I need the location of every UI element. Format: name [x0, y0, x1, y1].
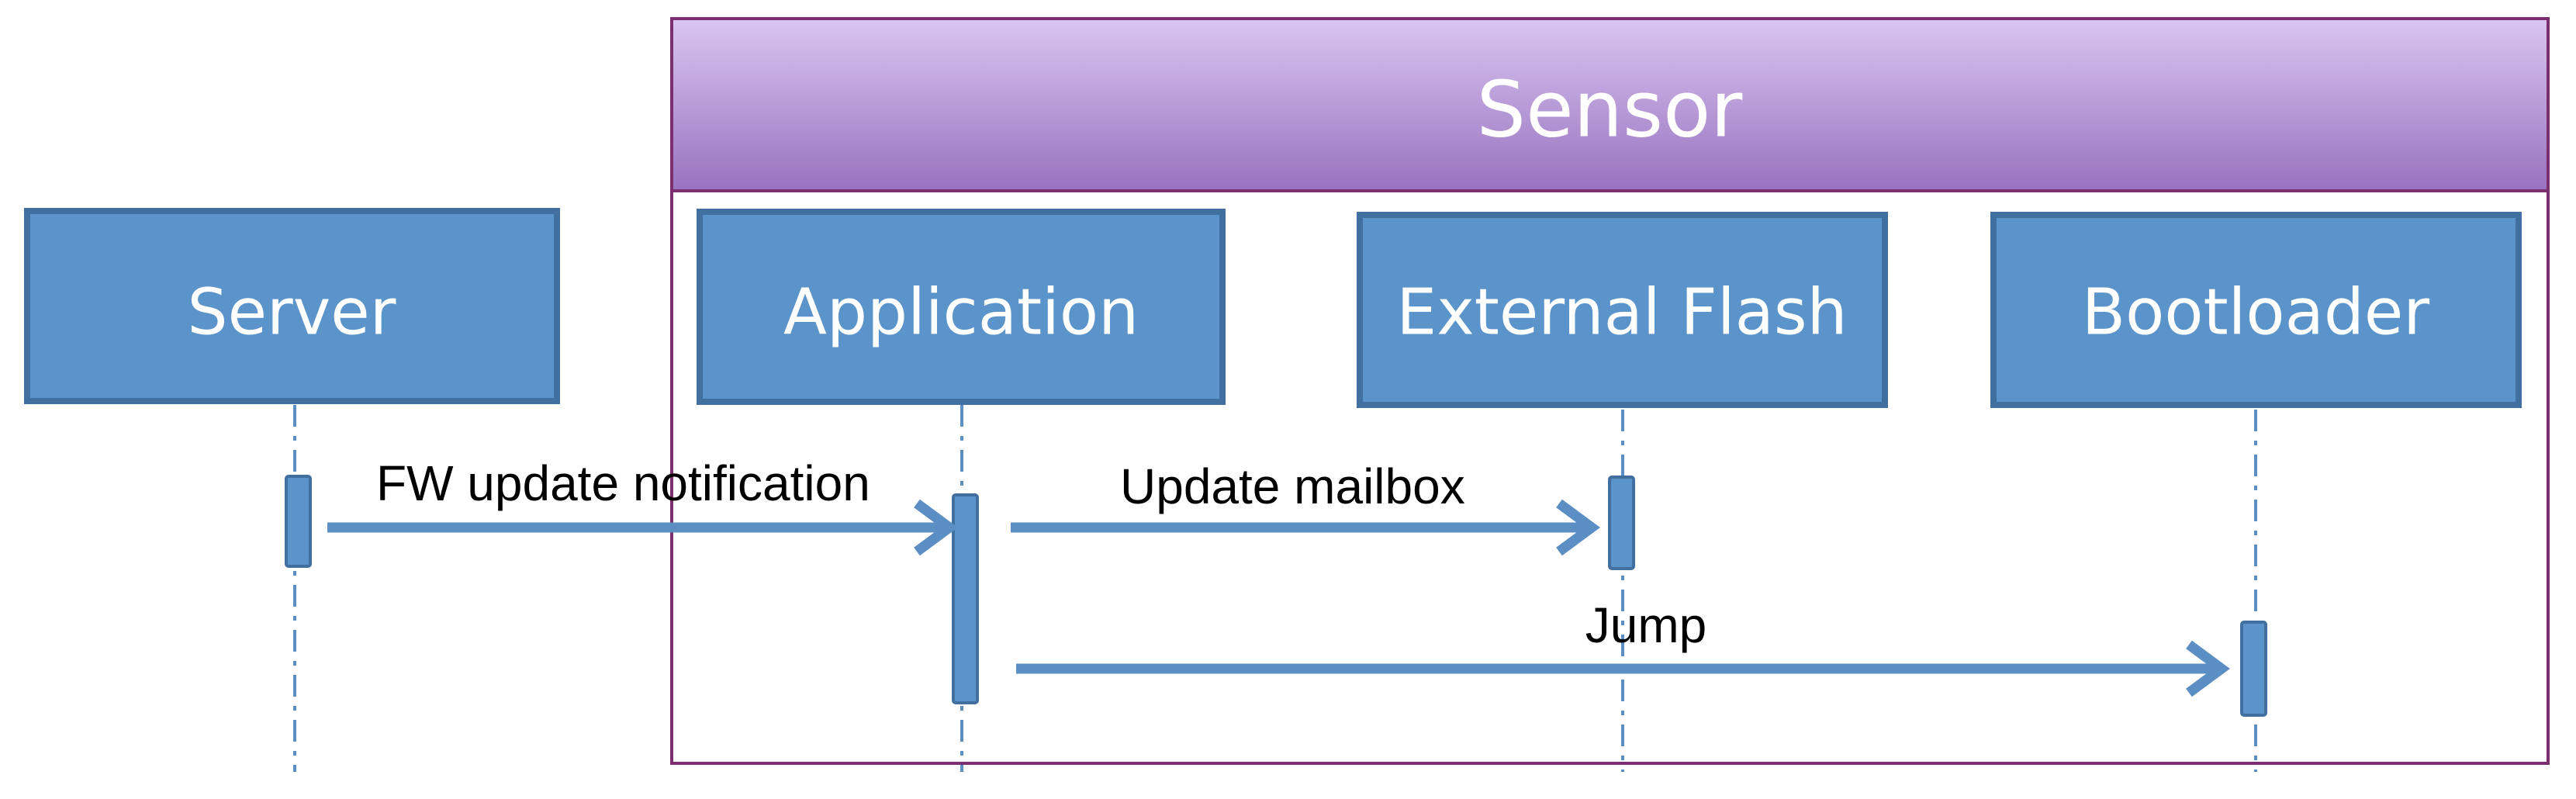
server-box: [24, 208, 560, 404]
external-flash-activation: [1608, 476, 1635, 570]
jump-arrow-head: [2186, 640, 2230, 697]
message-fw-update: FW update notification: [327, 455, 958, 556]
server-label: Server: [188, 275, 396, 349]
fw-update-label: FW update notification: [376, 455, 870, 511]
update-mailbox-arrow-head: [1556, 499, 1600, 556]
sensor-group: Sensor: [670, 17, 2550, 765]
server-activation: [285, 475, 312, 568]
bootloader-activation: [2240, 621, 2267, 717]
activations: [285, 475, 2267, 717]
sensor-group-header: [670, 17, 2550, 192]
participant-application: Application: [697, 209, 1226, 405]
external-flash-box: [1357, 212, 1888, 408]
participant-server: Server: [24, 208, 560, 404]
participant-bootloader: Bootloader: [1990, 212, 2522, 408]
sensor-group-title: Sensor: [1477, 64, 1744, 154]
jump-label: Jump: [1585, 597, 1707, 653]
bootloader-box: [1990, 212, 2522, 408]
fw-update-arrow-head: [914, 499, 958, 556]
application-box: [697, 209, 1226, 405]
bootloader-label: Bootloader: [2082, 275, 2429, 349]
update-mailbox-label: Update mailbox: [1120, 458, 1465, 514]
participant-external-flash: External Flash: [1357, 212, 1888, 408]
message-update-mailbox: Update mailbox: [1011, 458, 1600, 556]
application-activation: [952, 493, 979, 704]
external-flash-label: External Flash: [1396, 275, 1847, 349]
message-jump: Jump: [1016, 597, 2230, 697]
application-label: Application: [783, 275, 1139, 349]
